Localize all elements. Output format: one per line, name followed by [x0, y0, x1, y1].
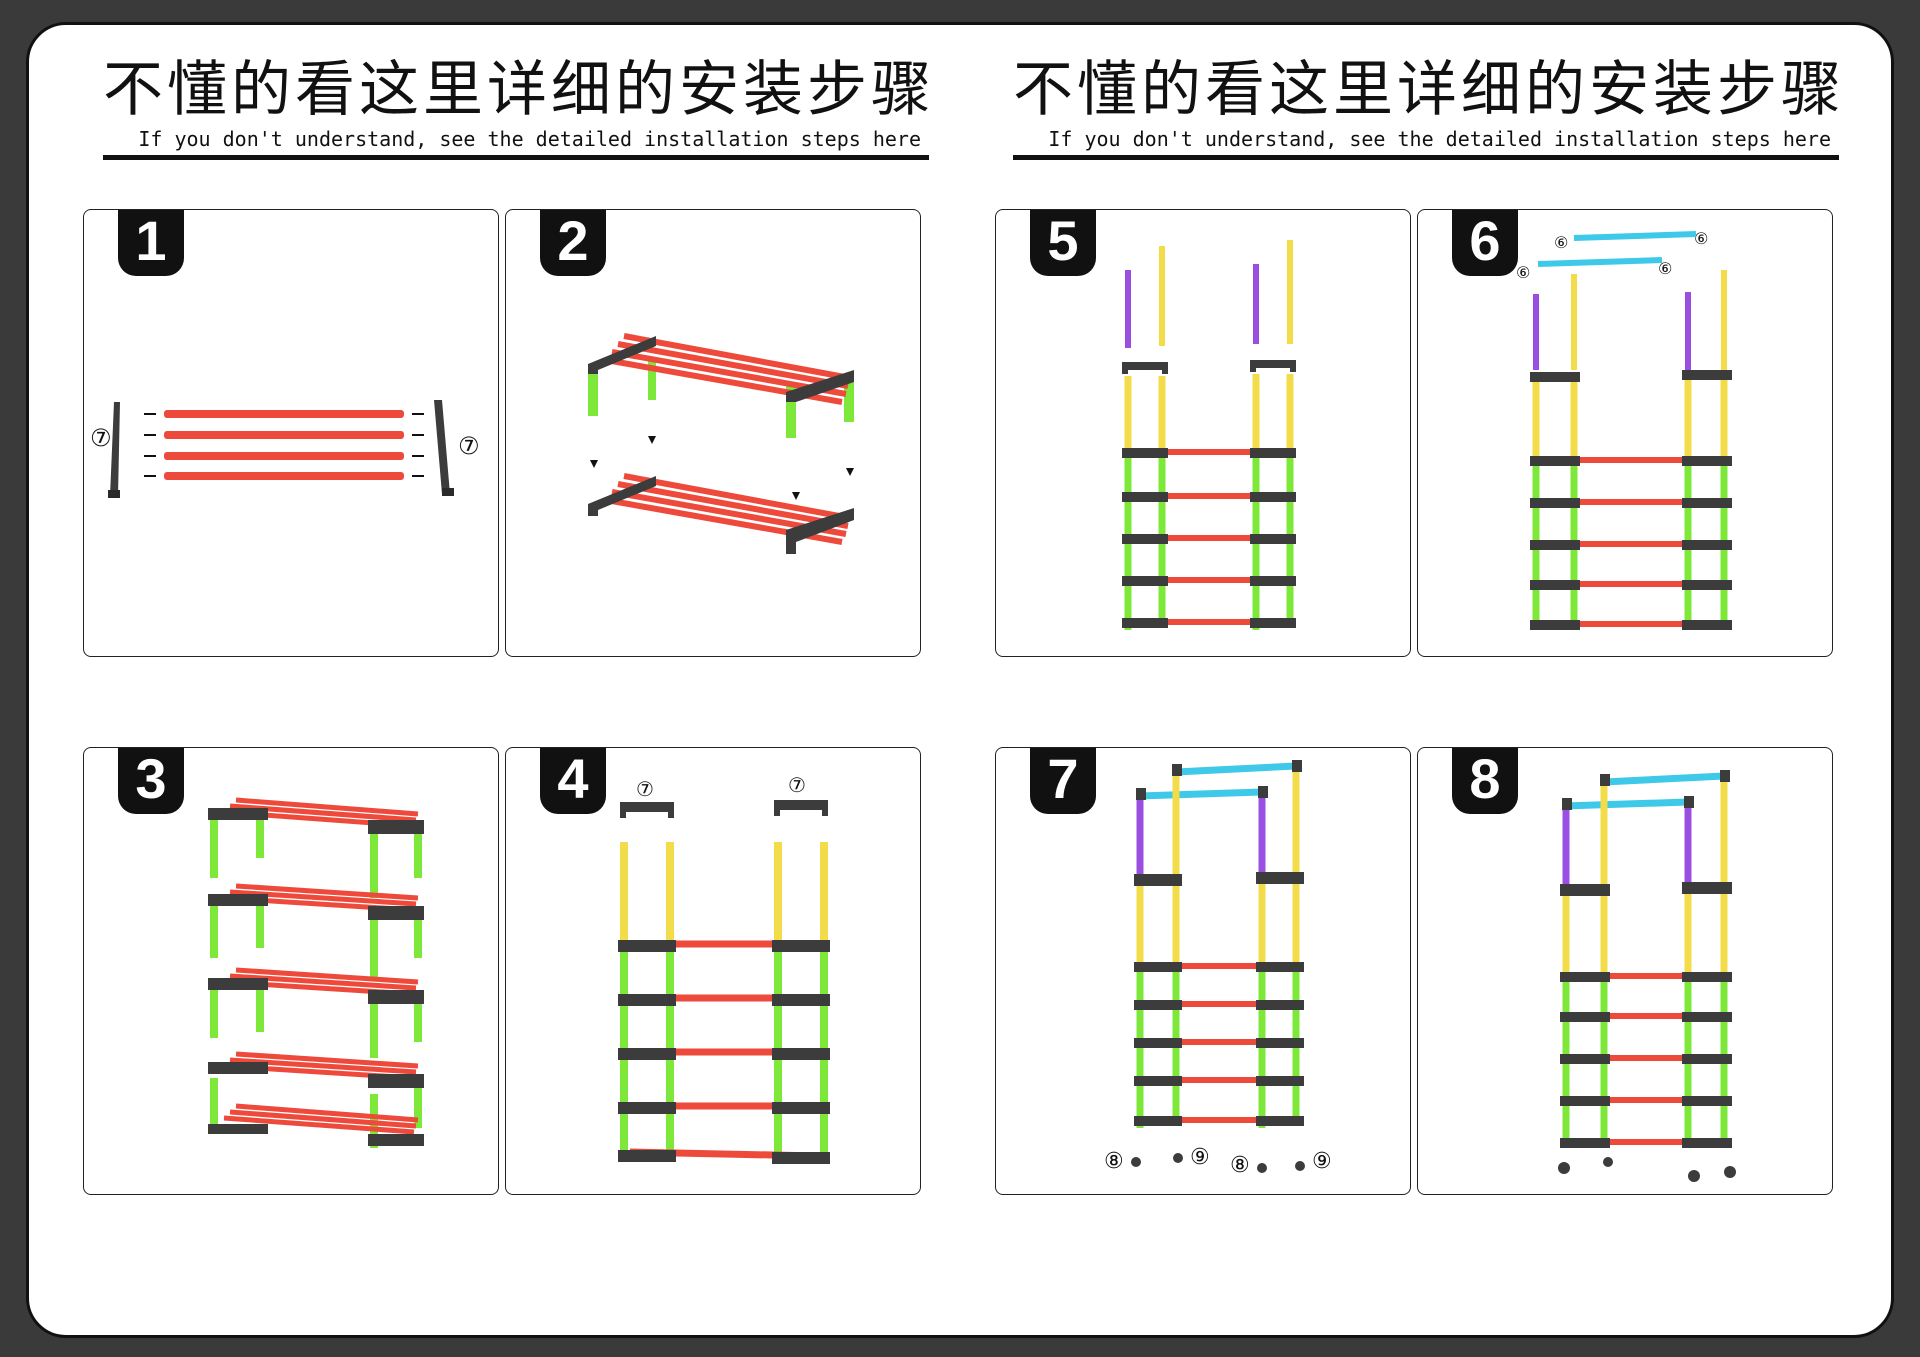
callout-6: ⑥ — [1694, 229, 1708, 248]
header-subtitle-en: If you don't understand, see the detaile… — [138, 127, 921, 151]
header-right: 不懂的看这里详细的安装步骤 If you don't understand, s… — [1013, 55, 1845, 160]
instruction-sheet: 不懂的看这里详细的安装步骤 If you don't understand, s… — [26, 22, 1894, 1338]
callout-8: ⑧ — [1230, 1153, 1250, 1178]
header-subtitle-en: If you don't understand, see the detaile… — [1048, 127, 1831, 151]
side-frame-left — [108, 402, 120, 498]
step-number-badge: 1 — [118, 210, 184, 276]
step-number-badge: 5 — [1030, 210, 1096, 276]
step-panel-7: 7 ⑧ ⑨ ⑧ ⑨ — [995, 747, 1411, 1195]
lower-shelf — [588, 473, 854, 554]
step-4-illustration: ⑦ ⑦ — [618, 773, 830, 1164]
step-panel-3: 3 — [83, 747, 499, 1195]
step-5-illustration — [1122, 240, 1296, 630]
upper-shelf — [588, 333, 854, 438]
step-number-badge: 3 — [118, 748, 184, 814]
step-panel-1: 1 ⑦ ⑦ — [83, 209, 499, 657]
callout-6: ⑥ — [1516, 263, 1530, 282]
arrows — [590, 436, 854, 500]
step-panel-4: 4 ⑦ ⑦ — [505, 747, 921, 1195]
step-number-badge: 8 — [1452, 748, 1518, 814]
step-number-badge: 6 — [1452, 210, 1518, 276]
step-1-illustration: ⑦ ⑦ — [90, 400, 480, 498]
header-rule — [1013, 155, 1839, 160]
callout-7-right: ⑦ — [458, 432, 480, 460]
step-panel-5: 5 — [995, 209, 1411, 657]
step-number-badge: 7 — [1030, 748, 1096, 814]
callout-9: ⑨ — [1190, 1145, 1210, 1170]
header-title-cn: 不懂的看这里详细的安装步骤 — [103, 55, 935, 125]
header-left: 不懂的看这里详细的安装步骤 If you don't understand, s… — [103, 55, 935, 160]
header-rule — [103, 155, 929, 160]
step-number-badge: 4 — [540, 748, 606, 814]
side-frame-right — [434, 400, 454, 496]
stacked-shelves — [208, 797, 424, 1148]
callout-8: ⑧ — [1104, 1149, 1124, 1174]
callout-7-left: ⑦ — [636, 777, 654, 801]
step-8-illustration — [1558, 770, 1736, 1182]
step-number-badge: 2 — [540, 210, 606, 276]
callout-9: ⑨ — [1312, 1149, 1332, 1174]
shelf-tubes — [164, 410, 404, 480]
callout-6: ⑥ — [1658, 259, 1672, 278]
step-2-illustration — [588, 333, 854, 554]
arrows — [144, 413, 424, 477]
step-panel-8: 8 — [1417, 747, 1833, 1195]
header-title-cn: 不懂的看这里详细的安装步骤 — [1013, 55, 1845, 125]
callout-7-left: ⑦ — [90, 424, 112, 452]
step-6-illustration: ⑥ ⑥ ⑥ ⑥ — [1516, 229, 1732, 630]
step-3-illustration — [208, 797, 424, 1148]
callout-6: ⑥ — [1554, 233, 1568, 252]
step-7-illustration: ⑧ ⑨ ⑧ ⑨ — [1104, 760, 1332, 1178]
step-panel-2: 2 — [505, 209, 921, 657]
step-panel-6: 6 ⑥ ⑥ ⑥ ⑥ — [1417, 209, 1833, 657]
callout-7-right: ⑦ — [788, 773, 806, 797]
